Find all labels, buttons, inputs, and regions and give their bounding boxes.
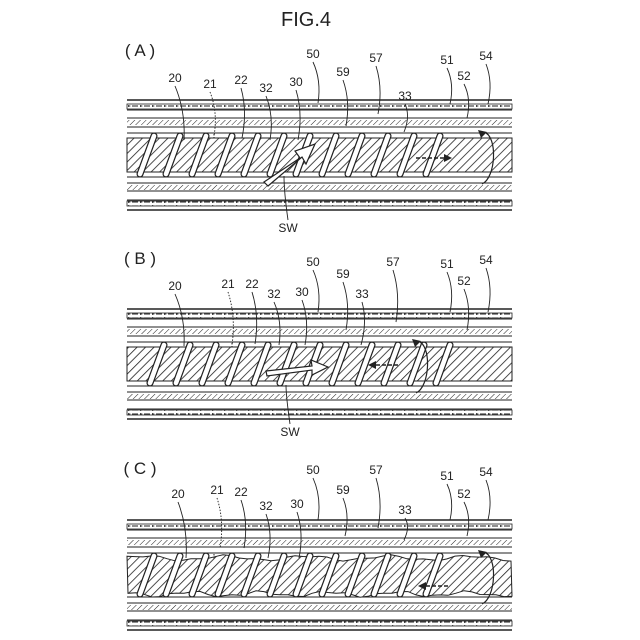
ref-numeral: 50 — [306, 255, 320, 269]
ref-numeral: 59 — [336, 267, 350, 281]
leader-line — [302, 300, 307, 345]
panel-1: ( A ) 20 21 22 32 3050 59 57 33 5152 54SW — [125, 41, 512, 235]
core — [127, 138, 512, 172]
ref-numeral: 50 — [306, 47, 320, 61]
ref-numeral: 57 — [386, 255, 400, 269]
ref-numeral: 21 — [203, 77, 217, 91]
leader-line — [447, 272, 452, 312]
sleeve-bottom — [127, 394, 512, 399]
outer-band-top — [127, 313, 512, 318]
ref-numeral: 54 — [479, 49, 493, 63]
ref-numeral: 50 — [306, 463, 320, 477]
ref-numeral: 22 — [234, 73, 248, 87]
leader-line — [464, 84, 469, 118]
sleeve-top — [127, 120, 512, 125]
ref-numeral: 52 — [457, 274, 471, 288]
panel-2: ( B ) 20 21 22 32 30 50 59 57 33 5152 54SW — [124, 249, 512, 439]
shift-label: SW — [280, 425, 300, 439]
sleeve-top — [127, 540, 512, 545]
leader-line — [313, 62, 319, 103]
panel-label: ( B ) — [124, 249, 156, 268]
leader-line — [447, 68, 452, 104]
ref-numeral: 30 — [290, 497, 304, 511]
ref-numeral: 52 — [457, 69, 471, 83]
outer-band-bottom — [127, 621, 512, 626]
ref-numeral: 51 — [440, 469, 454, 483]
leader-line — [313, 478, 319, 520]
panel-label: ( C ) — [123, 459, 156, 478]
ref-numeral: 30 — [295, 285, 309, 299]
leader-line — [297, 512, 301, 558]
leader-line — [286, 385, 290, 424]
ref-numeral: 30 — [289, 75, 303, 89]
leader-line — [486, 64, 490, 104]
panel-3: ( C ) 20 21 22 32 30 50 59 57 33 5152 54 — [123, 459, 512, 630]
outer-band-bottom — [127, 201, 512, 206]
ref-numeral: 33 — [398, 89, 412, 103]
figure-title: FIG.4 — [281, 9, 331, 31]
leader-line — [175, 294, 184, 346]
rotation-arrow-head — [412, 339, 421, 347]
leader-line — [464, 502, 469, 536]
ref-numeral: 32 — [259, 81, 273, 95]
ref-numeral: 22 — [245, 277, 259, 291]
ref-numeral: 21 — [221, 277, 235, 291]
ref-numeral: 54 — [479, 465, 493, 479]
ref-numeral: 21 — [210, 483, 224, 497]
ref-numeral: 57 — [369, 463, 383, 477]
sleeve-top — [127, 329, 512, 334]
leader-line — [343, 80, 348, 126]
ref-numeral: 33 — [398, 503, 412, 517]
leader-line — [447, 484, 452, 520]
leader-line — [343, 282, 348, 330]
sleeve-bottom — [127, 185, 512, 190]
ref-numeral: 51 — [440, 257, 454, 271]
ref-numeral: 59 — [336, 65, 350, 79]
leader-line — [175, 86, 184, 140]
outer-band-top — [127, 104, 512, 109]
sleeve-bottom — [127, 605, 512, 610]
ref-numeral: 54 — [479, 253, 493, 267]
ref-numeral: 33 — [355, 287, 369, 301]
ref-numeral: 22 — [234, 485, 248, 499]
ref-numeral: 57 — [369, 51, 383, 65]
leader-line — [313, 270, 319, 312]
ref-numeral: 59 — [336, 483, 350, 497]
rotation-arrow-head — [478, 130, 487, 138]
outer-band-bottom — [127, 410, 512, 415]
ref-numeral: 52 — [457, 487, 471, 501]
leader-line — [486, 480, 490, 520]
leader-line — [241, 88, 245, 138]
ref-numeral: 20 — [168, 279, 182, 293]
panel-label: ( A ) — [125, 41, 155, 60]
leader-line — [486, 268, 490, 312]
ref-numeral: 20 — [171, 487, 185, 501]
ref-numeral: 32 — [267, 287, 281, 301]
panels: ( A )202122323050595733515254SW( B )2021… — [123, 41, 512, 630]
ref-numeral: 20 — [168, 71, 182, 85]
leader-line — [210, 92, 215, 136]
shift-label: SW — [278, 221, 298, 235]
ref-numeral: 32 — [259, 499, 273, 513]
ref-numeral: 51 — [440, 53, 454, 67]
